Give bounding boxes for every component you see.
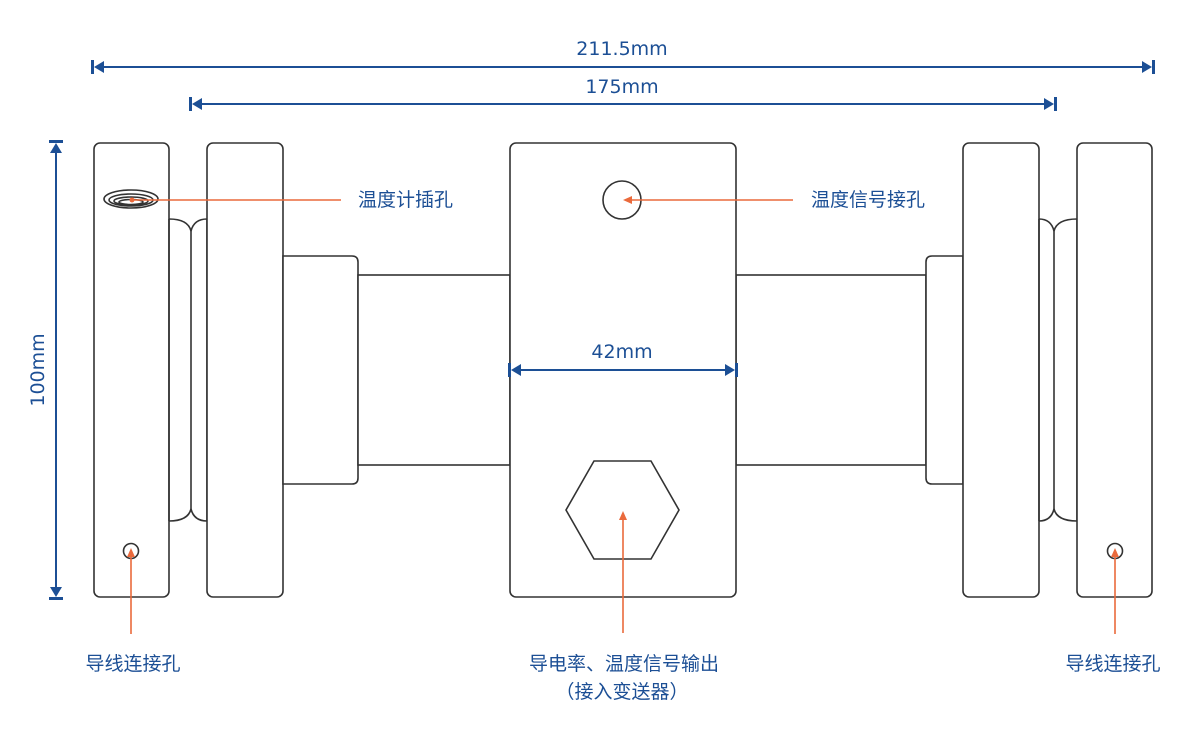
left-outer-plate: [93, 142, 170, 598]
left-gasket: [168, 218, 208, 522]
right-outer-plate: [1076, 142, 1153, 598]
output-hex-nut: [565, 460, 680, 560]
left-pipe: [357, 274, 511, 466]
label-output-line1: 导电率、温度信号输出: [528, 653, 720, 675]
label-temp-signal-port: 温度信号接孔: [811, 189, 926, 211]
dim-flange-span: [189, 97, 1057, 111]
leader-temp-signal-port: [623, 196, 793, 204]
label-right-wire-port: 导线连接孔: [1065, 653, 1161, 675]
right-gasket: [1038, 218, 1078, 522]
right-hub: [925, 255, 964, 485]
dim-height-text: 100mm: [27, 333, 49, 406]
label-output-line2: （接入变送器）: [555, 681, 689, 703]
label-left-wire-port: 导线连接孔: [85, 653, 181, 675]
dim-center-width-text: 42mm: [591, 341, 652, 363]
left-inner-flange: [206, 142, 284, 598]
right-inner-flange: [962, 142, 1040, 598]
leader-left-wire: [127, 548, 135, 634]
dim-height: [49, 140, 63, 600]
leader-right-wire: [1111, 548, 1119, 634]
leader-thermometer-port: [129, 197, 341, 203]
right-pipe: [735, 274, 927, 466]
left-hub: [282, 255, 359, 485]
leader-output: [619, 511, 627, 633]
dim-overall-length-text: 211.5mm: [576, 38, 667, 60]
dim-flange-span-text: 175mm: [585, 76, 658, 98]
label-thermometer-port: 温度计插孔: [358, 189, 454, 211]
dim-center-width: [508, 363, 738, 377]
dim-overall-length: [91, 60, 1155, 74]
